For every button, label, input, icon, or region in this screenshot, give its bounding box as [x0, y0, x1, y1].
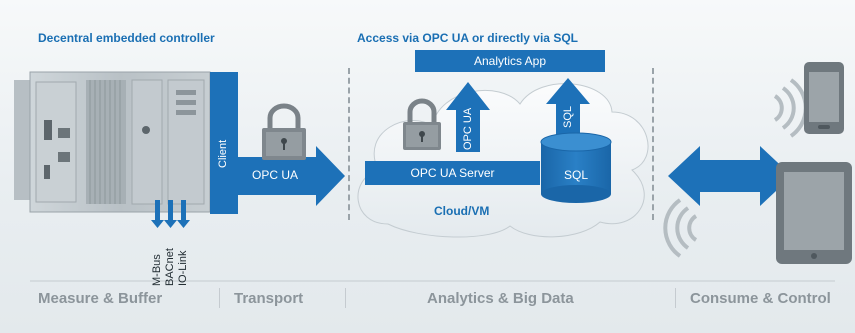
footer-separator [219, 288, 220, 308]
heading-access: Access via OPC UA or directly via SQL [357, 31, 578, 45]
fieldbus-label-mbus: M-Bus [151, 254, 163, 286]
client-label: Client [217, 139, 229, 168]
fieldbus-label-bacnet: BACnet [164, 248, 176, 286]
divider-right [652, 68, 654, 220]
analytics-app-box: Analytics App [415, 50, 605, 72]
arrow-sql-up [546, 78, 590, 140]
arrow-opcua-label: OPC UA [462, 107, 474, 150]
arrow-opcua-up [446, 82, 490, 152]
lock-icon [403, 98, 441, 150]
fieldbus-label-iolink: IO-Link [177, 250, 189, 286]
client-bar [210, 72, 238, 214]
lock-icon [262, 103, 306, 160]
transport-label: OPC UA [252, 168, 299, 182]
wireless-signal-icon [663, 198, 698, 258]
footer-consume: Consume & Control [690, 290, 831, 307]
wireless-signal-icon [773, 78, 808, 138]
sql-db-label: SQL [564, 168, 589, 182]
bidirectional-arrow [668, 146, 792, 206]
footer-transport: Transport [234, 290, 304, 307]
footer-analytics: Analytics & Big Data [427, 290, 574, 307]
tablet-icon [776, 162, 852, 264]
smartphone-icon [804, 62, 844, 134]
transport-arrow [238, 146, 345, 206]
divider-left [348, 68, 350, 220]
arrow-sql-label: SQL [562, 105, 574, 128]
cloud-label: Cloud/VM [434, 204, 490, 218]
heading-controller: Decentral embedded controller [38, 31, 215, 45]
footer-separator [345, 288, 346, 308]
footer-separator [675, 288, 676, 308]
fieldbus-arrows [151, 200, 190, 228]
footer-measure: Measure & Buffer [38, 290, 163, 307]
controller-hardware [14, 71, 214, 213]
sql-database [540, 132, 612, 203]
opcua-server-box: OPC UA Server [365, 161, 540, 185]
